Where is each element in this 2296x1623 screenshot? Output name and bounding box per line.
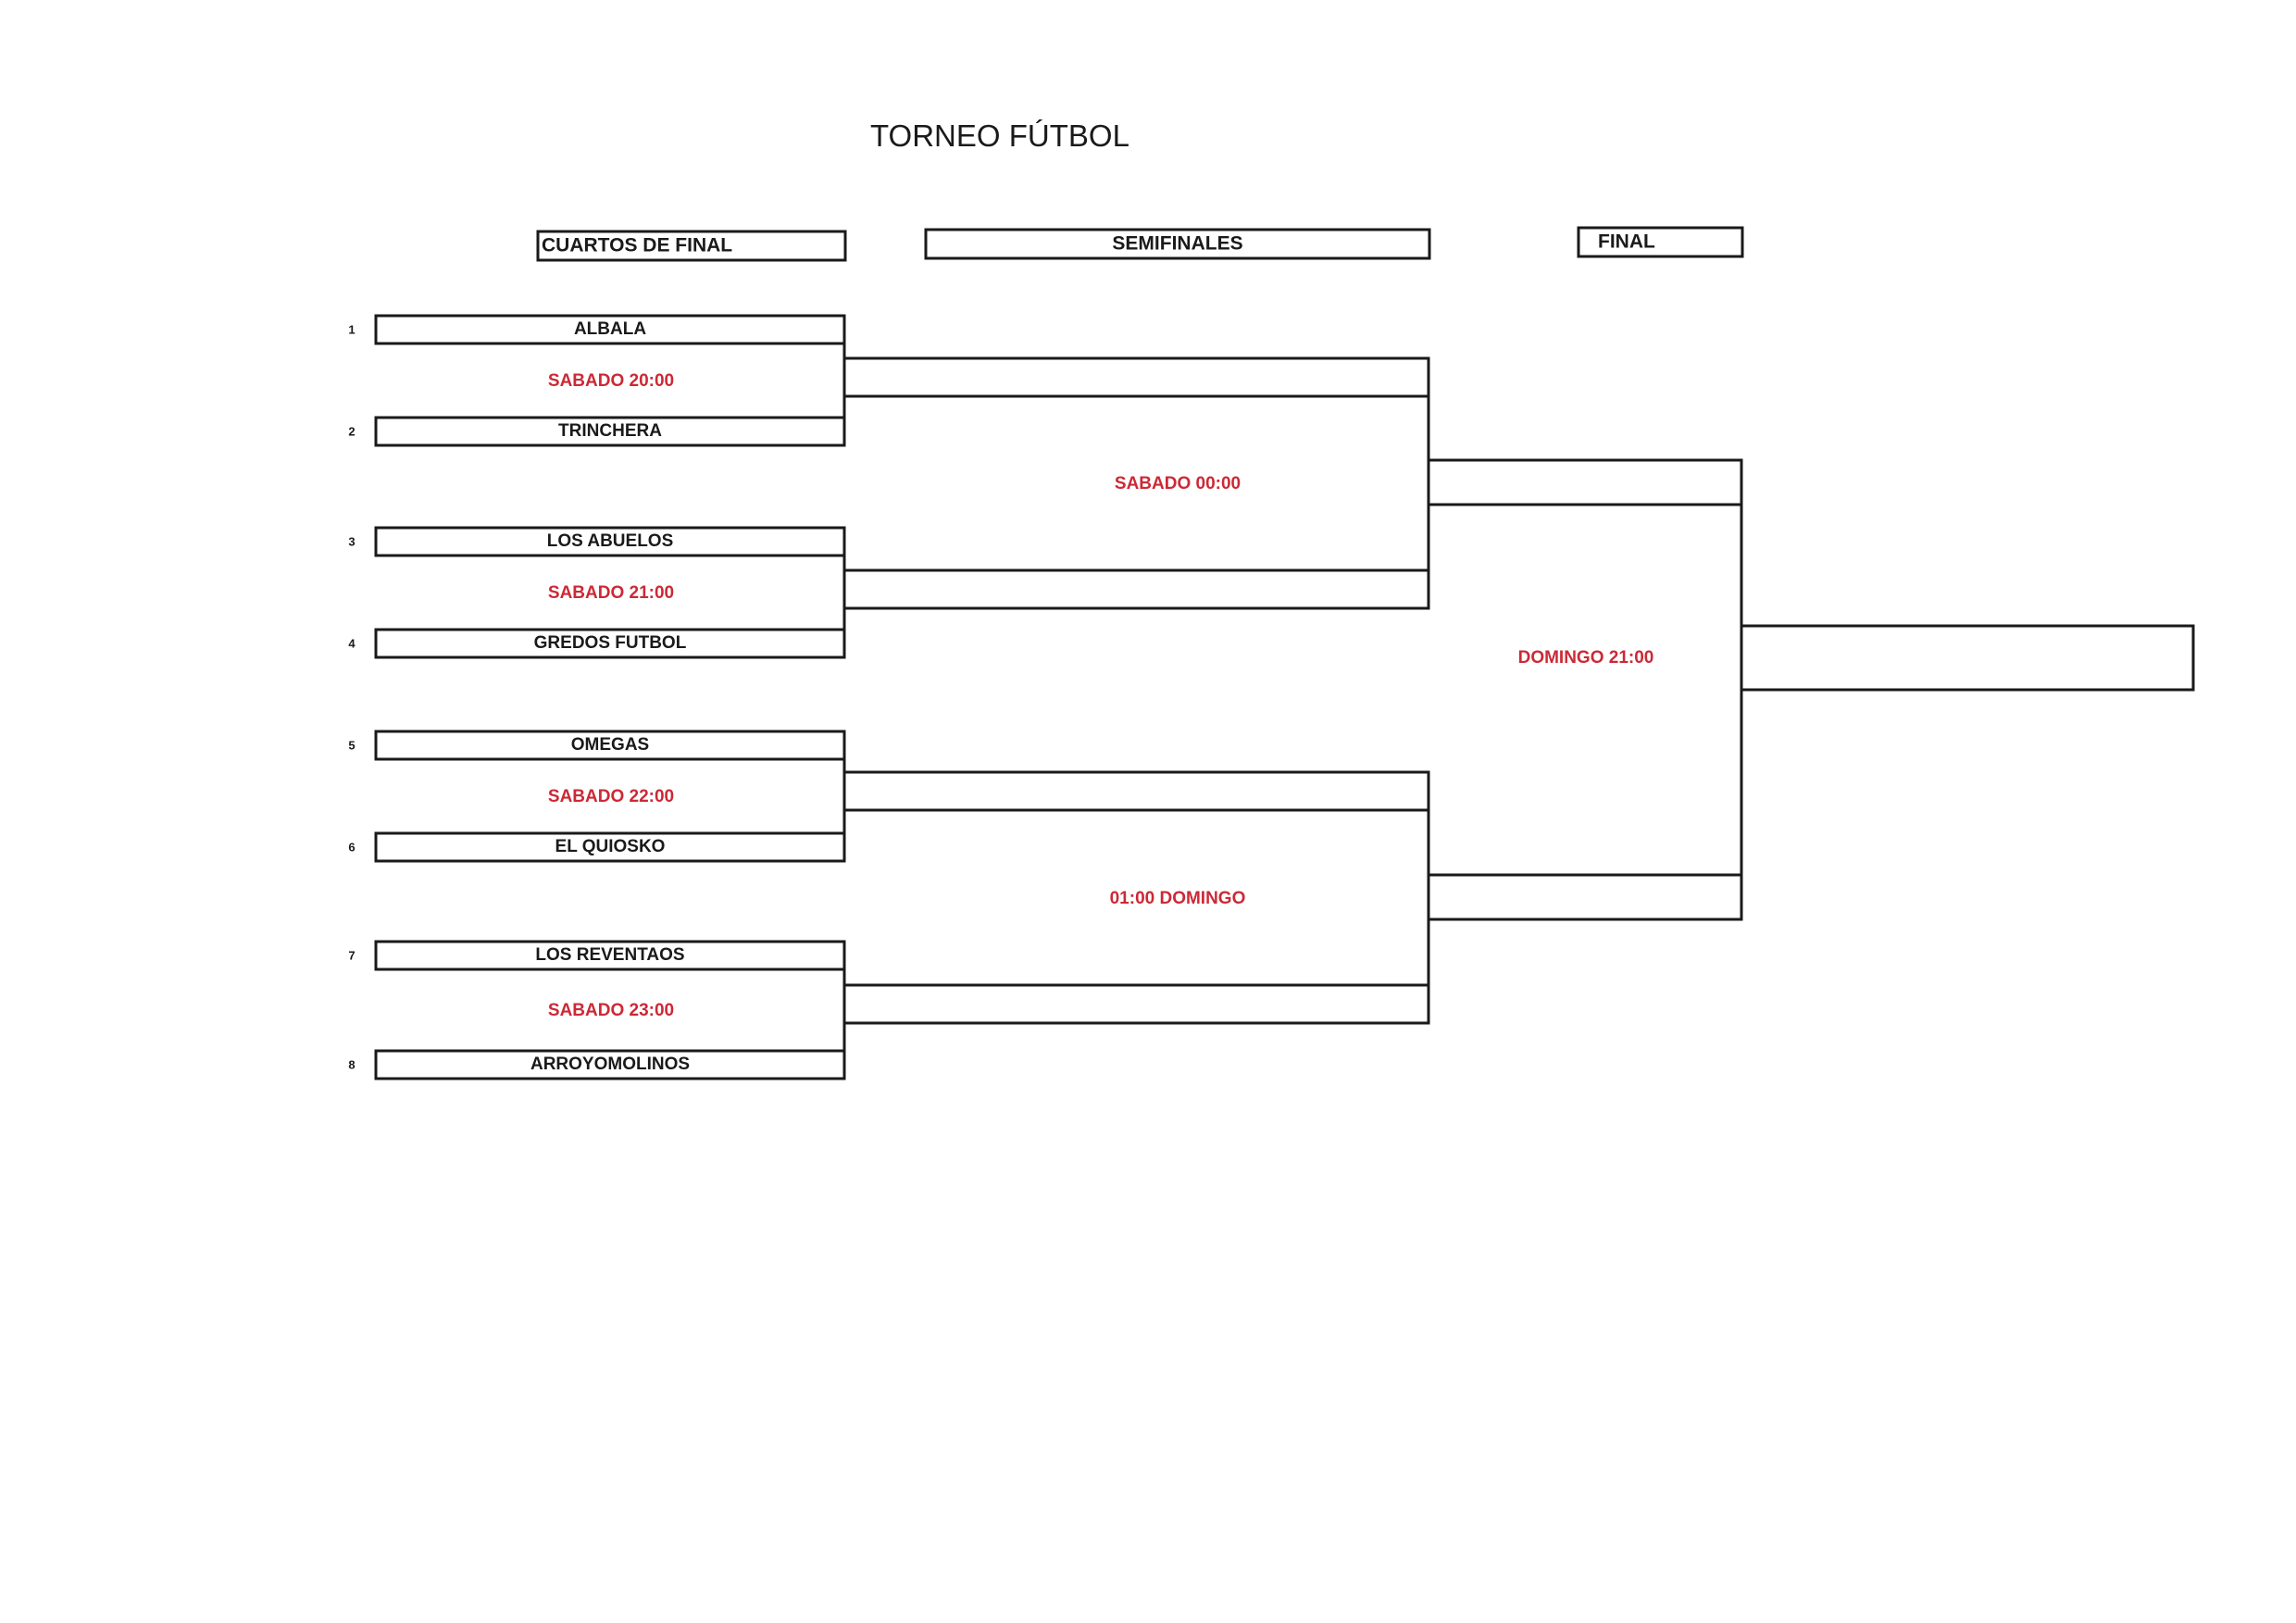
header-semifinals: SEMIFINALES bbox=[1112, 233, 1242, 255]
seed-number-2: 2 bbox=[348, 424, 355, 438]
sf-time-2: 01:00 DOMINGO bbox=[1110, 889, 1246, 908]
team-slot-4 bbox=[374, 628, 846, 659]
team-name-7: LOS REVENTAOS bbox=[535, 945, 684, 965]
semifinal-slot-2 bbox=[842, 568, 1430, 610]
sf-time-1: SABADO 00:00 bbox=[1115, 474, 1241, 493]
semifinal-slot-3 bbox=[842, 770, 1430, 812]
final-slot-1 bbox=[1427, 458, 1743, 506]
seed-number-6: 6 bbox=[348, 840, 355, 854]
header-semifinals-box bbox=[924, 228, 1431, 260]
qf-time-1: SABADO 20:00 bbox=[548, 371, 674, 391]
team-slot-5 bbox=[374, 730, 846, 761]
header-quarterfinals-box bbox=[536, 230, 847, 262]
seed-number-1: 1 bbox=[348, 322, 355, 336]
qf-time-4: SABADO 23:00 bbox=[548, 1001, 674, 1020]
seed-number-5: 5 bbox=[348, 738, 355, 752]
tournament-title: TORNEO FÚTBOL bbox=[870, 119, 1129, 153]
team-slot-2 bbox=[374, 416, 846, 447]
team-name-6: EL QUIOSKO bbox=[555, 837, 666, 856]
final-slot-2 bbox=[1427, 873, 1743, 921]
team-slot-8 bbox=[374, 1049, 846, 1080]
team-name-1: ALBALA bbox=[574, 319, 646, 339]
seed-number-3: 3 bbox=[348, 534, 355, 548]
semifinal-slot-4 bbox=[842, 983, 1430, 1025]
team-slot-6 bbox=[374, 831, 846, 863]
final-time: DOMINGO 21:00 bbox=[1518, 648, 1654, 668]
team-name-3: LOS ABUELOS bbox=[547, 531, 674, 551]
seed-number-7: 7 bbox=[348, 948, 355, 962]
seed-number-8: 8 bbox=[348, 1057, 355, 1071]
header-final-box bbox=[1577, 226, 1744, 258]
team-name-2: TRINCHERA bbox=[558, 421, 662, 441]
team-slot-1 bbox=[374, 314, 846, 345]
semifinal-slot-1 bbox=[842, 356, 1430, 398]
team-name-4: GREDOS FUTBOL bbox=[534, 633, 687, 653]
team-name-8: ARROYOMOLINOS bbox=[530, 1055, 690, 1074]
header-quarterfinals: CUARTOS DE FINAL bbox=[542, 235, 732, 256]
seed-number-4: 4 bbox=[348, 636, 356, 650]
qf-time-2: SABADO 21:00 bbox=[548, 583, 674, 603]
team-slot-7 bbox=[374, 940, 846, 971]
header-final: FINAL bbox=[1598, 231, 1655, 253]
team-slot-3 bbox=[374, 526, 846, 557]
qf-time-3: SABADO 22:00 bbox=[548, 787, 674, 806]
champion-slot bbox=[1740, 624, 2195, 692]
team-name-5: OMEGAS bbox=[571, 735, 649, 755]
